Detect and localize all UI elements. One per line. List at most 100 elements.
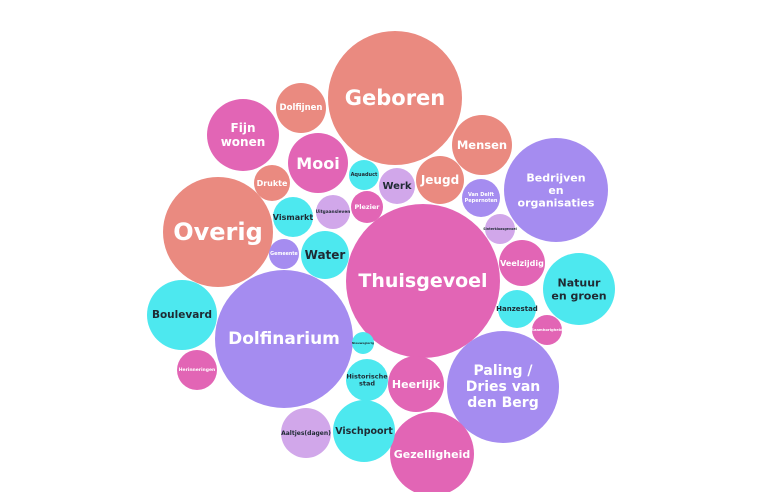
bubble-label: Herinneringen xyxy=(179,367,215,373)
bubble-saamhorigheid: Saamhorigheid xyxy=(531,315,563,345)
bubble-vischpoort: Vischpoort xyxy=(333,400,395,462)
bubble-circle xyxy=(504,138,608,242)
bubble-circle xyxy=(452,115,512,175)
bubble-circle xyxy=(485,214,515,244)
bubble-heerlijk: Heerlijk xyxy=(388,356,444,412)
bubble-label: Aquaduct xyxy=(351,172,378,178)
bubble-label: Veelzijdig xyxy=(500,259,544,268)
bubble-herinneringen: Herinneringen xyxy=(177,350,217,390)
bubble-label: Aaltjes(dagen) xyxy=(281,430,331,437)
bubble-circle xyxy=(379,168,415,204)
bubble-gemeente: Gemeente xyxy=(269,239,299,269)
bubble-label: Overig xyxy=(173,218,263,246)
bubble-label: Gemeente xyxy=(270,251,298,257)
bubble-label: Heerlijk xyxy=(392,378,441,391)
bubble-circle xyxy=(499,240,545,286)
bubble-label: Dolfinarium xyxy=(228,329,340,349)
bubble-label: Boulevard xyxy=(152,309,212,321)
bubble-label: Jeugd xyxy=(420,173,459,187)
bubble-overig: Overig xyxy=(163,177,273,287)
bubble-label: Gezelligheid xyxy=(394,448,470,461)
bubble-circle xyxy=(281,408,331,458)
bubble-circle xyxy=(498,290,536,328)
bubble-label: Uitgaansleven xyxy=(316,209,351,215)
bubble-circle xyxy=(532,315,562,345)
bubble-vismarkt: Vismarkt xyxy=(273,197,314,237)
bubble-circle xyxy=(254,165,290,201)
bubble-veelzijdig: Veelzijdig xyxy=(499,240,545,286)
bubble-circle xyxy=(207,99,279,171)
bubble-label: Vismarkt xyxy=(273,213,314,222)
bubble-circle xyxy=(447,331,559,443)
bubble-circle xyxy=(276,83,326,133)
bubble-circle xyxy=(316,195,350,229)
bubble-circle xyxy=(352,332,374,354)
bubble-circle xyxy=(301,231,349,279)
bubble-mooi: Mooi xyxy=(288,133,348,193)
bubble-nieuwsgierig: Nieuwsgierig xyxy=(352,332,374,354)
bubble-circle xyxy=(388,356,444,412)
bubble-label: Plezier xyxy=(354,203,380,211)
bubble-jeugd: Jeugd xyxy=(416,156,464,204)
bubble-circle xyxy=(543,253,615,325)
bubble-label: Vischpoort xyxy=(335,426,393,437)
bubble-water: Water xyxy=(301,231,349,279)
bubble-label: Mensen xyxy=(457,138,507,152)
bubble-label: Dolfijnen xyxy=(280,103,323,113)
bubble-circle xyxy=(416,156,464,204)
bubble-thuisgevoel: Thuisgevoel xyxy=(346,204,500,358)
bubble-label: Saamhorigheid xyxy=(531,328,563,332)
bubble-label: Geboren xyxy=(345,86,446,110)
bubble-label: Hanzestad xyxy=(496,305,538,313)
bubble-label: Mooi xyxy=(296,154,339,173)
bubble-circle xyxy=(273,197,313,237)
bubble-uitgaansleven: Uitgaansleven xyxy=(316,195,351,229)
bubble-circle xyxy=(288,133,348,193)
bubble-hanzestad: Hanzestad xyxy=(496,290,538,328)
bubble-label: Drukte xyxy=(257,179,288,188)
bubble-circle xyxy=(462,179,500,217)
bubble-dolfijnen: Dolfijnen xyxy=(276,83,326,133)
bubble-aaltjes-dagen: Aaltjes(dagen) xyxy=(281,408,331,458)
bubble-werk: Werk xyxy=(379,168,415,204)
bubble-circle xyxy=(215,270,353,408)
bubble-drukte: Drukte xyxy=(254,165,290,201)
bubble-circle xyxy=(177,350,217,390)
bubble-circle xyxy=(147,280,217,350)
bubble-label: Nieuwsgierig xyxy=(352,341,374,345)
bubble-mensen: Mensen xyxy=(452,115,512,175)
bubble-circle xyxy=(163,177,273,287)
bubble-dolfinarium: Dolfinarium xyxy=(215,270,353,408)
bubble-label: Thuisgevoel xyxy=(358,270,487,292)
bubble-gezelligheid: Gezelligheid xyxy=(390,412,474,492)
bubble-circle xyxy=(346,204,500,358)
bubble-circle xyxy=(328,31,462,165)
bubble-circle xyxy=(346,359,388,401)
bubble-circle xyxy=(349,160,379,190)
bubble-circle xyxy=(333,400,395,462)
bubble-label: Werk xyxy=(382,181,411,192)
bubble-label: Sinterklaasgevoel xyxy=(483,227,516,231)
bubble-sinterklaasgevoel: Sinterklaasgevoel xyxy=(483,214,517,244)
bubble-circle xyxy=(351,191,383,223)
bubble-circle xyxy=(390,412,474,492)
bubble-circle xyxy=(269,239,299,269)
bubble-aquaduct: Aquaduct xyxy=(349,160,379,190)
bubble-boulevard: Boulevard xyxy=(147,280,217,350)
bubble-plezier: Plezier xyxy=(351,191,383,223)
bubble-geboren: Geboren xyxy=(328,31,462,165)
